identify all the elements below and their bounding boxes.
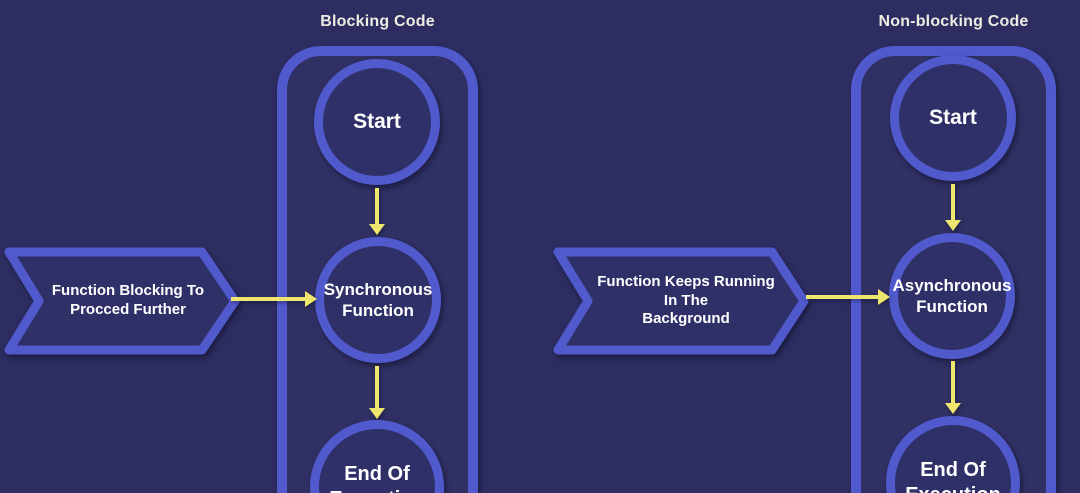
arrow-shaft	[806, 295, 880, 299]
right-callout-label: Function Keeps Running In The Background	[597, 272, 775, 328]
right-start-node: Start	[890, 55, 1016, 181]
left-process-node: Synchronous Function	[315, 237, 441, 363]
left-end-node-label: End Of Execution	[329, 463, 425, 493]
arrow-shaft	[231, 297, 307, 301]
chevron-banner-shape	[553, 247, 809, 355]
arrow-down-icon	[369, 188, 385, 235]
arrow-down-icon	[369, 366, 385, 419]
arrow-head	[945, 220, 961, 231]
arrow-shaft	[375, 188, 379, 226]
left-process-node-label: Synchronous Function	[323, 279, 433, 320]
arrow-head	[369, 408, 385, 419]
left-callout-label: Function Blocking To Procced Further	[51, 282, 205, 318]
right-end-node-label: End Of Execution	[905, 459, 1001, 493]
left-flow-container	[277, 46, 478, 493]
arrow-head	[878, 289, 890, 305]
left-flow-title: Blocking Code	[320, 13, 435, 30]
right-callout-banner: Function Keeps Running In The Background	[553, 247, 809, 355]
right-flow-title: Non-blocking Code	[878, 13, 1029, 30]
arrow-shaft	[375, 366, 379, 410]
right-process-node-label: Asynchronous Function	[892, 275, 1012, 316]
chevron-banner-shape	[4, 247, 240, 355]
arrow-shaft	[951, 361, 955, 405]
arrow-head	[945, 403, 961, 414]
arrow-head	[369, 224, 385, 235]
arrow-right-icon	[806, 289, 890, 305]
left-start-node-label: Start	[353, 109, 401, 133]
right-start-node-label: Start	[929, 105, 977, 129]
right-process-node: Asynchronous Function	[889, 233, 1015, 359]
arrow-head	[305, 291, 317, 307]
left-callout-banner: Function Blocking To Procced Further	[4, 247, 240, 355]
arrow-down-icon	[945, 184, 961, 231]
arrow-down-icon	[945, 361, 961, 414]
left-start-node: Start	[314, 59, 440, 185]
arrow-shaft	[951, 184, 955, 222]
right-flow-container	[851, 46, 1056, 493]
arrow-right-icon	[231, 291, 317, 307]
